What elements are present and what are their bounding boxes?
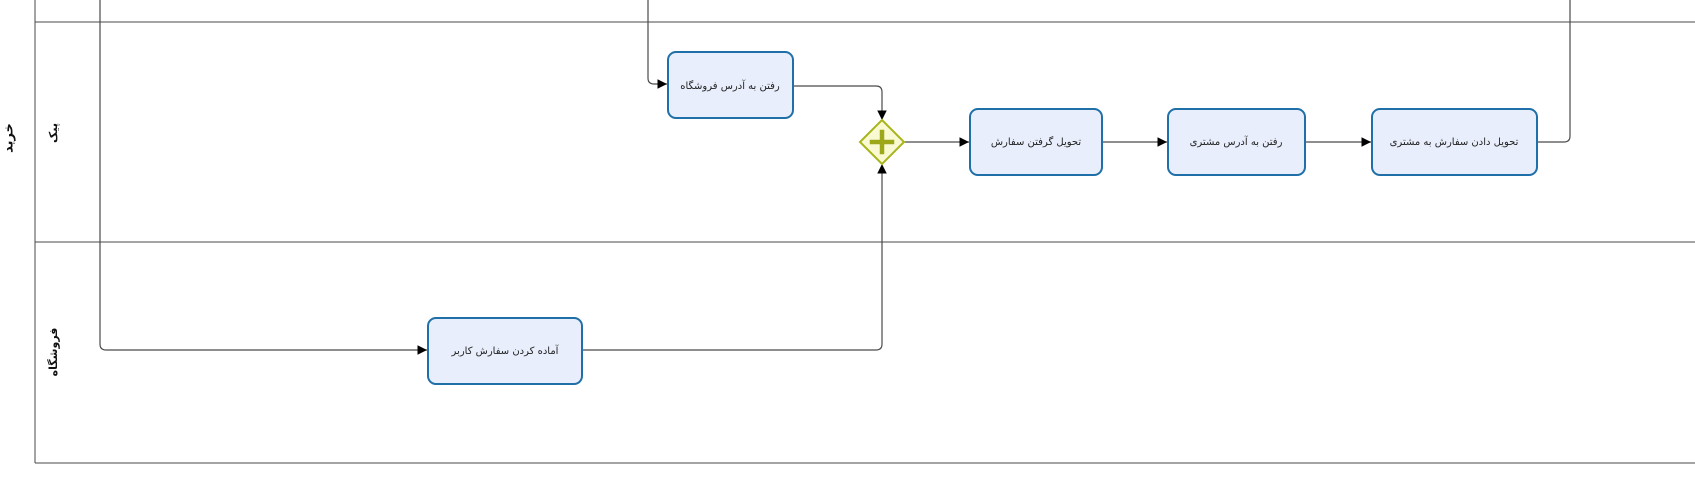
task-box bbox=[969, 108, 1103, 176]
task-label-go-to-store: رفتن به آدرس فروشگاه bbox=[680, 79, 780, 92]
flow-deliver-order-to-above bbox=[1537, 0, 1571, 143]
flow-from-above-to-go-to-store bbox=[647, 0, 667, 89]
flow-go-to-store-to-gateway bbox=[793, 85, 887, 120]
task-label-go-to-customer: رفتن به آدرس مشتری bbox=[1190, 135, 1283, 148]
task-label-receive-order: تحویل گرفتن سفارش bbox=[991, 136, 1082, 148]
flow-prepare-order-to-gateway bbox=[582, 164, 887, 351]
sequence-flows bbox=[99, 0, 1571, 355]
lane-courier: پیک bbox=[47, 123, 60, 143]
task-box bbox=[427, 317, 583, 385]
task-box bbox=[1167, 108, 1306, 176]
lane-label-store: فروشگاه bbox=[47, 328, 60, 377]
task-receive-order[interactable]: تحویل گرفتن سفارش bbox=[969, 108, 1103, 176]
task-label-deliver-order: تحویل دادن سفارش به مشتری bbox=[1390, 137, 1519, 148]
pool: خرید bbox=[2, 0, 1695, 464]
task-box bbox=[667, 51, 794, 119]
task-go-to-customer[interactable]: رفتن به آدرس مشتری bbox=[1167, 108, 1306, 176]
plus-icon bbox=[869, 129, 895, 155]
task-label-prepare-order: آماده کردن سفارش کاربر bbox=[451, 344, 560, 357]
task-box bbox=[1371, 108, 1538, 176]
pool-label: خرید bbox=[2, 123, 17, 153]
task-go-to-store[interactable]: رفتن به آدرس فروشگاه bbox=[667, 51, 794, 119]
flow-from-above-to-prepare-order bbox=[99, 0, 427, 355]
task-deliver-order[interactable]: تحویل دادن سفارش به مشتری bbox=[1371, 108, 1538, 176]
task-prepare-order[interactable]: آماده کردن سفارش کاربر bbox=[427, 317, 583, 385]
lane-store: فروشگاه bbox=[47, 328, 60, 377]
parallel-gateway[interactable] bbox=[858, 118, 906, 166]
lane-label-courier: پیک bbox=[47, 123, 60, 143]
